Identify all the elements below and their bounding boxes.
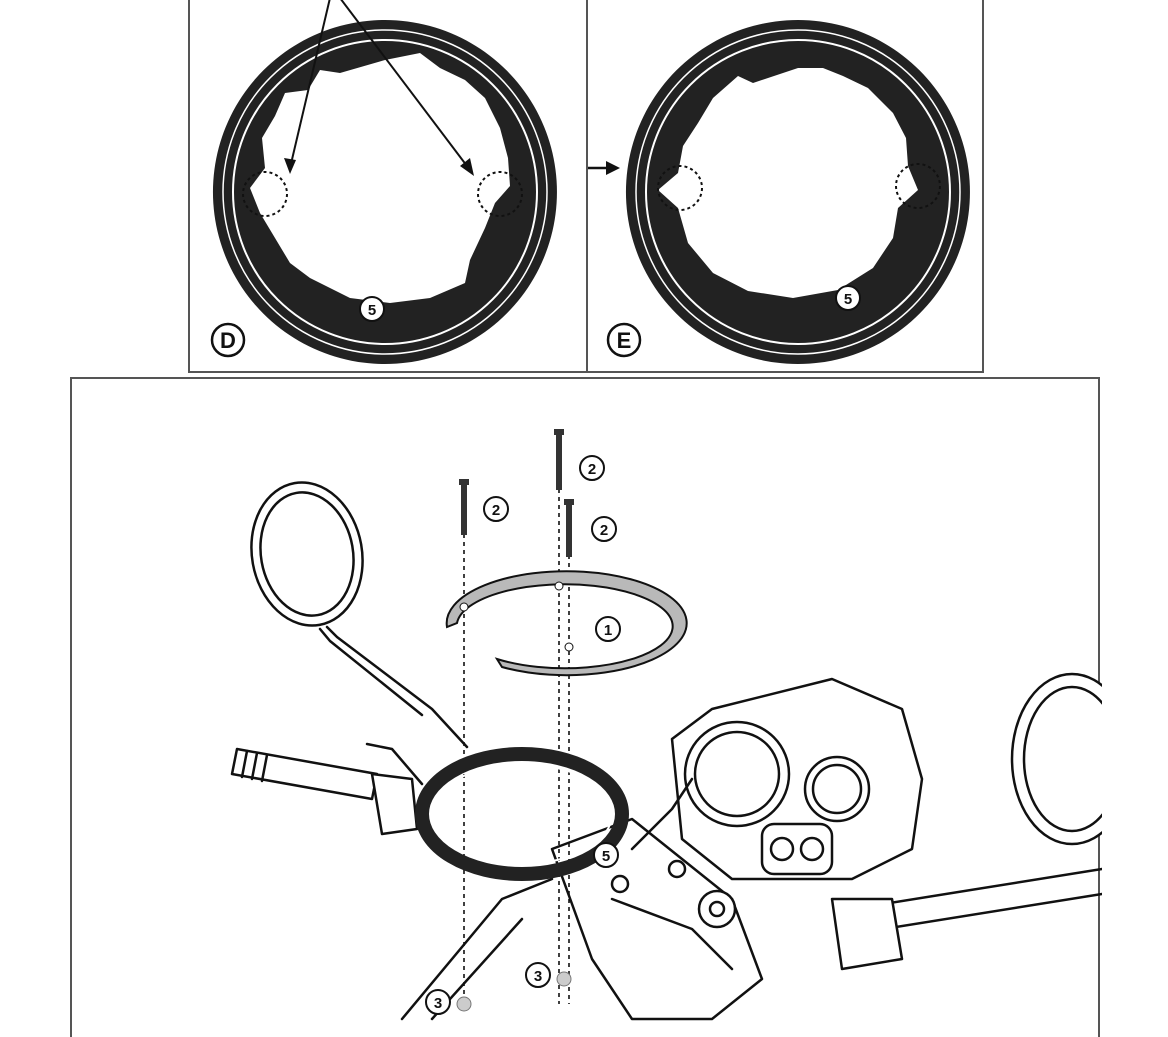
fork-tube <box>630 777 694 851</box>
callout-ring-label: 5 <box>368 302 376 319</box>
pointer-arrow-right <box>340 0 471 171</box>
mounting-ring-groove <box>431 763 613 865</box>
left-switch-housing <box>370 772 419 836</box>
left-handlebar-tube <box>400 877 554 1021</box>
callout-nut-a: 3 <box>434 995 442 1012</box>
callout-circle <box>579 455 605 481</box>
key-switch-panel <box>760 822 834 876</box>
flange-hole <box>459 602 469 612</box>
callout-screw-c: 2 <box>600 522 608 539</box>
arrow-head-left-icon <box>284 158 296 174</box>
clutch-lever <box>365 742 424 786</box>
callout-ring-label: 5 <box>844 291 852 308</box>
screw-top <box>554 429 564 490</box>
ring-diagram-e: 5 E <box>564 20 970 365</box>
panel-letter-d: D <box>220 328 236 353</box>
left-mirror <box>250 481 364 627</box>
screw-right <box>564 499 574 557</box>
mounting-ring-5 <box>212 20 557 365</box>
ring-diagram-d: 5 D <box>210 0 557 365</box>
tachometer <box>803 755 871 823</box>
assembly-diagram: 2 2 2 1 5 3 3 <box>230 429 1134 1021</box>
screws <box>459 429 574 557</box>
nut-left <box>456 996 472 1012</box>
panel-d-ring-before: 5 D <box>188 0 588 373</box>
callout-circle <box>591 516 617 542</box>
panel-letter-badge <box>210 322 246 358</box>
mounting-ring-5 <box>415 747 629 881</box>
left-grip-texture <box>240 749 269 783</box>
tachometer-face <box>811 763 863 815</box>
steering-nut <box>697 889 737 929</box>
ring-outer-groove <box>635 29 961 355</box>
steering-nut-bore <box>708 900 726 918</box>
left-grip <box>230 747 379 801</box>
key-switch-right <box>799 836 825 862</box>
tank-flange-part-1 <box>445 570 688 677</box>
slot-highlight-left <box>657 165 703 211</box>
nut-right <box>556 971 572 987</box>
yoke-bolt <box>610 874 630 894</box>
callout-circle <box>483 496 509 522</box>
pointer-arrow-left <box>289 0 331 169</box>
left-mirror-glass <box>259 491 355 617</box>
panel-e-ring-after: 5 E <box>564 0 984 373</box>
ring-inner-groove <box>645 39 951 345</box>
callout-nut-b: 3 <box>534 968 542 985</box>
panel-assembly: 2 2 2 1 5 3 3 <box>70 377 1134 1037</box>
callout-flange: 1 <box>604 622 612 639</box>
flange-hole <box>564 642 574 652</box>
arrow-head-right-icon <box>460 158 474 176</box>
callout-screw-a: 2 <box>492 502 500 519</box>
screw-left <box>459 479 469 535</box>
speedometer-face <box>693 730 781 818</box>
callout-circle <box>525 962 551 988</box>
mounting-ring-5 <box>625 20 970 365</box>
callout-circle <box>595 616 621 642</box>
key-switch-left <box>769 836 795 862</box>
ring-inner-groove <box>232 39 538 345</box>
yoke-bolt <box>667 859 687 879</box>
flange-hole <box>554 581 564 591</box>
callout-circle <box>425 989 451 1015</box>
handlebar-clamp <box>610 897 734 971</box>
transition-arrow-head-icon <box>606 161 620 175</box>
callout-circle <box>359 296 385 322</box>
left-mirror-stem-edge <box>318 627 424 717</box>
speedometer <box>683 720 791 828</box>
slot-highlight-right <box>895 163 941 209</box>
callout-ring: 5 <box>602 848 610 865</box>
callout-circle <box>593 842 619 868</box>
callout-screw-b: 2 <box>588 461 596 478</box>
callout-circle <box>835 285 861 311</box>
ring-outer-groove <box>222 29 548 355</box>
slot-highlight-left <box>242 171 288 217</box>
left-mirror-stem <box>325 625 469 749</box>
panel-letter-badge <box>606 322 642 358</box>
panel-letter-e: E <box>617 328 632 353</box>
slot-highlight-right <box>477 171 523 217</box>
right-switch-housing <box>830 897 904 971</box>
headlight <box>1010 672 1134 846</box>
